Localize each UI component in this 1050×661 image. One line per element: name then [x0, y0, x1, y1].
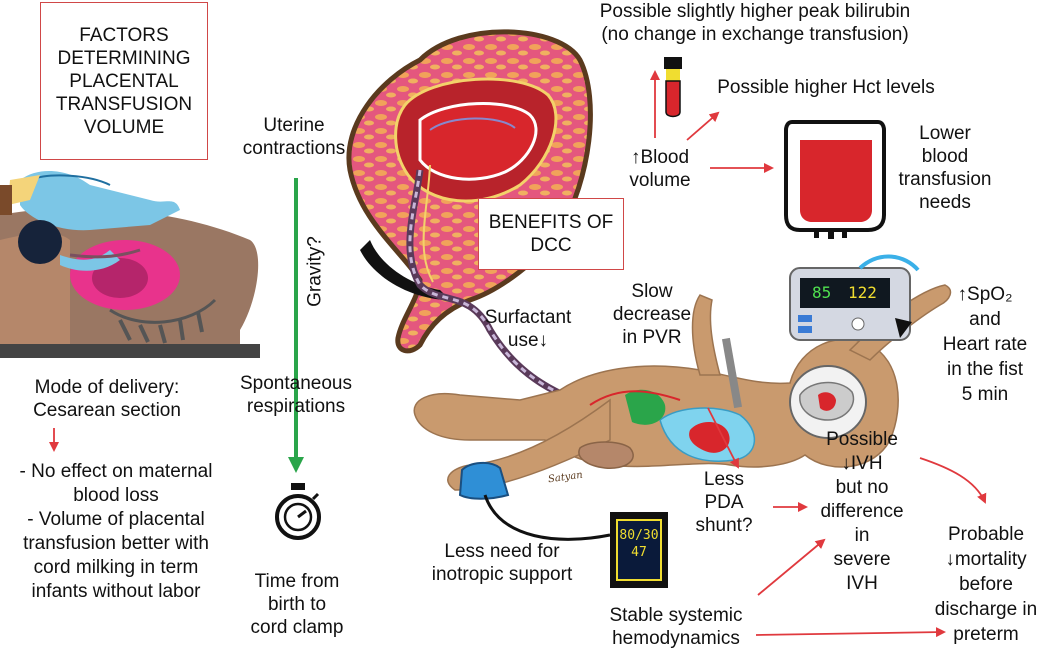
- surfactant-line: use↓: [507, 330, 549, 351]
- monitor-hr: 47: [631, 545, 647, 560]
- mode-line: Cesarean section: [33, 400, 181, 421]
- benefits-line: BENEFITS OF: [488, 212, 614, 233]
- mortality-line: ↓mortality: [945, 549, 1027, 570]
- monitor-bp: 80/30: [619, 528, 659, 543]
- inotropic-line: Less need for: [444, 541, 560, 562]
- transfusion-line: Lower: [919, 123, 971, 144]
- surfactant-label: Surfactant use↓: [478, 306, 578, 352]
- cesarean-effects-text: - No effect on maternal blood loss - Vol…: [0, 460, 232, 604]
- pvr-line: decrease: [612, 304, 692, 325]
- ivh-line: but no: [835, 477, 889, 498]
- bp-cuff-icon: [458, 462, 611, 541]
- infant-resuscitation-illustration: [0, 170, 260, 358]
- spontaneous-respirations-label: Spontaneous respirations: [236, 372, 356, 418]
- pda-line: shunt?: [695, 515, 753, 536]
- blood-volume-line: ↑Blood: [630, 147, 690, 168]
- blood-volume-label: ↑Blood volume: [618, 146, 702, 192]
- mortality-label: Probable ↓mortality before discharge in …: [924, 522, 1048, 647]
- bilirubin-line: Possible slightly higher peak bilirubin: [599, 1, 911, 22]
- hemodynamics-label: Stable systemic hemodynamics: [596, 604, 756, 650]
- blood-bag-icon: [784, 120, 886, 239]
- blood-tube-icon: [664, 57, 682, 118]
- oximeter-hr-readout: 122: [848, 283, 877, 302]
- mortality-line: preterm: [953, 624, 1019, 645]
- stopwatch-icon: [275, 483, 321, 540]
- inotropic-support-label: Less need for inotropic support: [414, 540, 590, 586]
- effects-line: blood loss: [73, 485, 159, 506]
- spo2-line: in the fist: [946, 359, 1024, 380]
- bilirubin-line: (no change in exchange transfusion): [601, 24, 909, 45]
- pda-shunt-label: Less PDA shunt?: [684, 468, 764, 537]
- ivh-line: Possible: [826, 429, 898, 450]
- inotropic-line: inotropic support: [431, 564, 573, 585]
- mode-of-delivery-label: Mode of delivery: Cesarean section: [22, 376, 192, 422]
- spo2-heart-rate-label: ↑SpO₂ and Heart rate in the fist 5 min: [930, 282, 1040, 407]
- mortality-line: discharge in: [934, 599, 1038, 620]
- bp-monitor-icon: [610, 512, 668, 588]
- pvr-label: Slow decrease in PVR: [602, 280, 702, 349]
- mortality-line: before: [959, 574, 1013, 595]
- ivh-label: Possible ↓IVH but no difference in sever…: [812, 428, 912, 596]
- time-line: birth to: [267, 594, 327, 615]
- uterine-contractions-label: Uterine contractions: [234, 114, 354, 160]
- pda-line: Less: [703, 469, 745, 490]
- effects-line: cord milking in term: [33, 557, 199, 578]
- surfactant-line: Surfactant: [484, 307, 572, 328]
- factors-line: DETERMINING: [57, 47, 191, 69]
- hct-label: Possible higher Hct levels: [717, 77, 935, 98]
- red-arrows: [49, 70, 987, 638]
- transfusion-needs-label: Lower blood transfusion needs: [895, 122, 995, 214]
- time-line: Time from: [254, 571, 340, 592]
- effects-line: - Volume of placental: [27, 509, 205, 530]
- effects-line: transfusion better with: [23, 533, 209, 554]
- ivh-line: in: [854, 525, 870, 546]
- oximeter-spo2-readout: 85: [812, 283, 832, 302]
- factors-line: PLACENTAL: [69, 70, 179, 92]
- hemodynamics-line: hemodynamics: [612, 628, 740, 649]
- hemodynamics-line: Stable systemic: [609, 605, 743, 626]
- spo2-line: and: [969, 309, 1001, 330]
- effects-line: infants without labor: [31, 581, 201, 602]
- pvr-line: Slow: [631, 281, 673, 302]
- spontaneous-line: Spontaneous: [240, 373, 352, 394]
- transfusion-line: transfusion: [898, 169, 992, 190]
- factors-line: FACTORS: [79, 24, 169, 46]
- time-from-birth-label: Time from birth to cord clamp: [247, 570, 347, 639]
- ivh-line: ↓IVH: [841, 453, 883, 474]
- spo2-line: ↑SpO₂: [957, 284, 1013, 305]
- transfusion-line: blood: [921, 146, 969, 167]
- benefits-line: DCC: [530, 235, 572, 256]
- monitor-readout: 80/30 47: [617, 527, 661, 561]
- mortality-line: Probable: [947, 524, 1025, 545]
- spontaneous-line: respirations: [246, 396, 346, 417]
- spo2-line: 5 min: [961, 384, 1009, 405]
- spo2-line: Heart rate: [942, 334, 1028, 355]
- time-line: cord clamp: [250, 617, 344, 638]
- ivh-line: IVH: [846, 573, 878, 594]
- transfusion-line: needs: [919, 192, 971, 213]
- uterine-line: Uterine: [263, 115, 325, 136]
- factors-line: VOLUME: [83, 116, 165, 138]
- effects-line: - No effect on maternal: [19, 461, 213, 482]
- pvr-line: in PVR: [622, 327, 682, 348]
- benefits-box: BENEFITS OF DCC: [478, 198, 624, 270]
- uterine-line: contractions: [242, 138, 346, 159]
- ivh-line: severe: [833, 549, 891, 570]
- factors-line: TRANSFUSION: [55, 93, 193, 115]
- bilirubin-label: Possible slightly higher peak bilirubin …: [555, 0, 955, 46]
- mode-line: Mode of delivery:: [34, 377, 180, 398]
- pda-line: PDA: [704, 492, 744, 513]
- blood-volume-line: volume: [629, 170, 691, 191]
- pulse-oximeter-icon: [789, 254, 920, 341]
- gravity-label: Gravity?: [304, 236, 326, 307]
- ivh-line: difference: [820, 501, 904, 522]
- factors-box: FACTORS DETERMINING PLACENTAL TRANSFUSIO…: [40, 2, 208, 160]
- uterus-placenta-illustration: [346, 29, 602, 414]
